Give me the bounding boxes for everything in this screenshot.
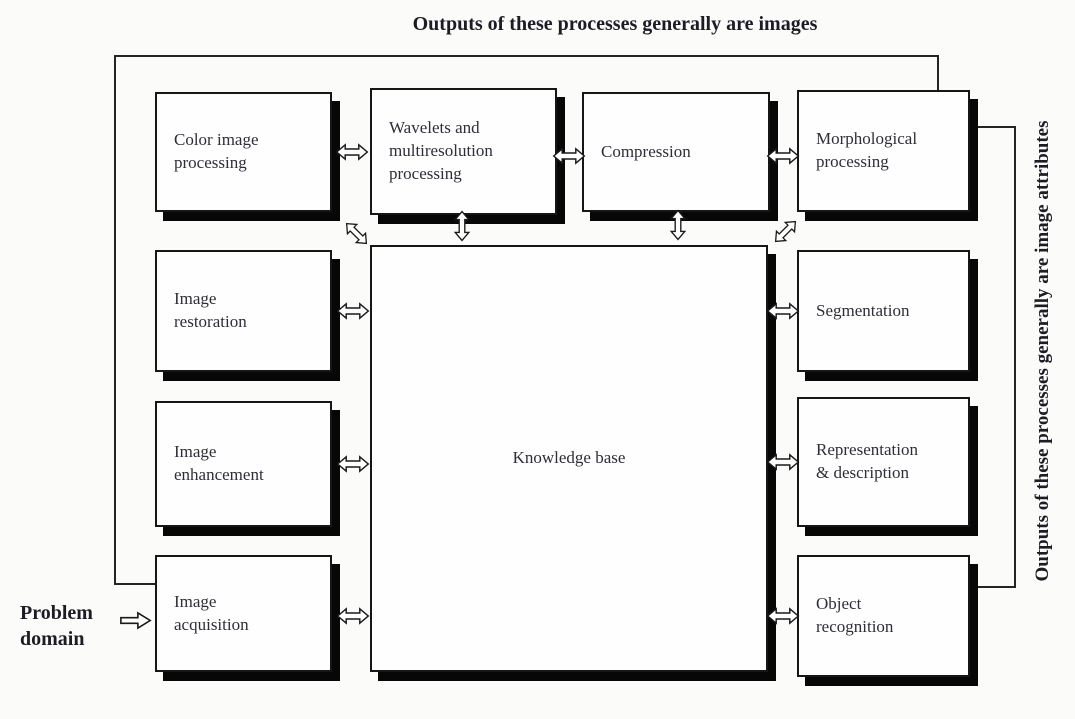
box-label: Segmentation [816, 300, 910, 320]
problem-domain-label: Problem domain [20, 602, 93, 650]
box-label: Knowledge base [512, 448, 626, 468]
double-arrow-icon [336, 604, 370, 628]
bracket-vertical [1014, 126, 1016, 588]
box-label: Morphological processing [816, 129, 918, 171]
box-segmentation: Segmentation [797, 250, 970, 372]
double-arrow-icon [766, 299, 800, 323]
box-label: Representation & description [816, 440, 918, 482]
box-label: Image enhancement [174, 442, 264, 484]
double-arrow-icon [552, 144, 586, 168]
top-banner-label: Outputs of these processes generally are… [412, 13, 818, 35]
box-color-image-processing: Color image processing [155, 92, 332, 212]
box-label: Wavelets and multiresolution processing [389, 118, 493, 183]
double-arrow-icon [335, 140, 369, 164]
box-wavelets: Wavelets and multiresolution processing [370, 88, 557, 215]
up-down-arrow-icon [450, 210, 474, 242]
bracket-top-stub [972, 126, 1016, 128]
box-object-recognition: Object recognition [797, 555, 970, 677]
box-label: Object recognition [816, 594, 894, 636]
box-morphological-processing: Morphological processing [797, 90, 970, 212]
double-arrow-icon [766, 144, 800, 168]
right-banner-label: Outputs of these processes generally are… [1032, 120, 1053, 582]
double-arrow-icon [336, 452, 370, 476]
diagonal-double-arrow-icon [767, 213, 804, 250]
box-image-acquisition: Image acquisition [155, 555, 332, 672]
box-label: Image restoration [174, 289, 247, 331]
bracket-bottom-stub [977, 586, 1016, 588]
feedback-line-right [937, 55, 939, 92]
box-label: Color image processing [174, 130, 259, 172]
box-image-restoration: Image restoration [155, 250, 332, 372]
box-label: Image acquisition [174, 591, 249, 634]
double-arrow-icon [766, 604, 800, 628]
up-down-arrow-icon [666, 209, 690, 241]
double-arrow-icon [336, 299, 370, 323]
feedback-line-top [114, 55, 939, 57]
box-image-enhancement: Image enhancement [155, 401, 332, 527]
feedback-line-left [114, 55, 116, 585]
double-arrow-icon [766, 450, 800, 474]
box-label: Compression [601, 141, 691, 161]
right-arrow-icon [119, 608, 153, 633]
box-representation-description: Representation & description [797, 397, 970, 527]
box-compression: Compression [582, 92, 770, 212]
box-knowledge-base: Knowledge base [370, 245, 768, 672]
feedback-line-left-stub [114, 583, 158, 585]
